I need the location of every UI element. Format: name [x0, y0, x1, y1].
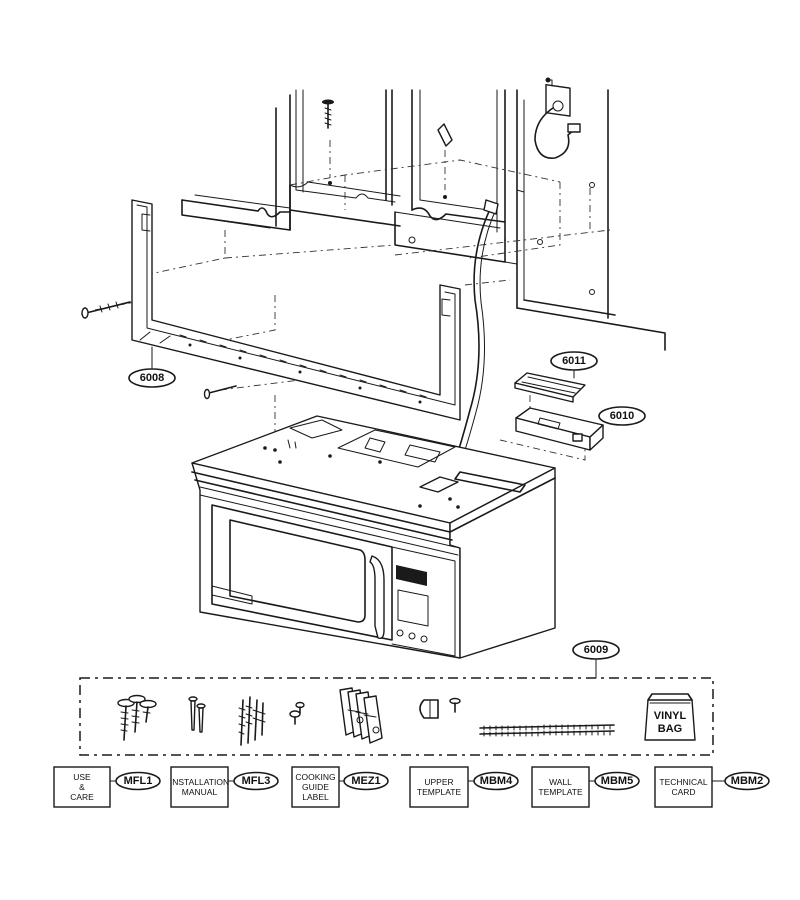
document-item: USE&CARE MFL1 [53, 766, 161, 808]
plate-screw-left [81, 301, 131, 319]
kit-wood-screws [238, 696, 266, 746]
kit-vinyl-bag: VINYL BAG [644, 693, 696, 741]
document-code-oval [233, 771, 279, 791]
document-box [654, 766, 713, 808]
document-box [531, 766, 590, 808]
kit-anchors [188, 696, 206, 733]
callout-6010-label: 6010 [610, 410, 634, 422]
document-code-label: MBM4 [480, 775, 513, 787]
mounting-plate [131, 199, 461, 421]
power-cord [449, 199, 499, 478]
kit-foam-strips [479, 724, 615, 737]
document-name-line: TEMPLATE [538, 787, 583, 797]
document-code-label: MBM5 [601, 775, 633, 787]
document-name-line: USE [73, 772, 91, 782]
part-6010 [515, 407, 604, 451]
callout-6009: 6009 [572, 640, 620, 679]
callout-6009-label: 6009 [584, 644, 608, 656]
document-name-line: MANUAL [182, 787, 218, 797]
top-screw [322, 99, 334, 129]
callout-6008: 6008 [128, 346, 176, 388]
document-name-line: & [79, 782, 85, 792]
bracket-clip [437, 123, 453, 147]
kit-toggle-bolts [117, 694, 157, 741]
kit-brackets [339, 687, 383, 744]
document-code-label: MFL3 [242, 775, 271, 787]
plate-screw-bottom [203, 385, 237, 400]
plate-slots [179, 334, 427, 404]
document-name-line: TECHNICAL [659, 777, 707, 787]
document-name-line: UPPER [424, 777, 453, 787]
document-name-line: WALL [549, 777, 572, 787]
document-code-oval [473, 771, 519, 791]
document-box [170, 766, 229, 808]
document-name-line: CARD [671, 787, 695, 797]
callout-6011-label: 6011 [562, 355, 586, 367]
callout-6010: 6010 [598, 406, 646, 426]
document-code-label: MBM2 [731, 775, 763, 787]
kit-small-screws [289, 701, 305, 725]
callout-6011: 6011 [550, 351, 598, 379]
document-code-oval [724, 771, 770, 791]
vinyl-bag-line1: VINYL [654, 710, 687, 722]
parts-kit-boundary [79, 677, 714, 756]
callout-6008-label: 6008 [140, 372, 164, 384]
document-code-oval [594, 771, 640, 791]
document-code-label: MFL1 [124, 775, 153, 787]
document-name-line: INSTALLATION [170, 777, 229, 787]
part-6011 [514, 372, 586, 403]
microwave-oven [191, 415, 556, 659]
document-name-line: CARE [70, 792, 94, 802]
document-code-oval [343, 771, 389, 791]
document-name-line: LABEL [302, 792, 329, 802]
document-box [291, 766, 340, 808]
document-name-line: TEMPLATE [417, 787, 462, 797]
document-code-oval [115, 771, 161, 791]
upper-cabinets [181, 89, 666, 351]
document-name-line: COOKING [295, 772, 335, 782]
kit-cord-clamp [419, 697, 461, 719]
vinyl-bag-line2: BAG [658, 723, 682, 735]
document-code-label: MEZ1 [351, 775, 380, 787]
document-box [53, 766, 111, 808]
document-name-line: GUIDE [302, 782, 329, 792]
wall-outlet [534, 77, 581, 159]
document-box [409, 766, 469, 808]
